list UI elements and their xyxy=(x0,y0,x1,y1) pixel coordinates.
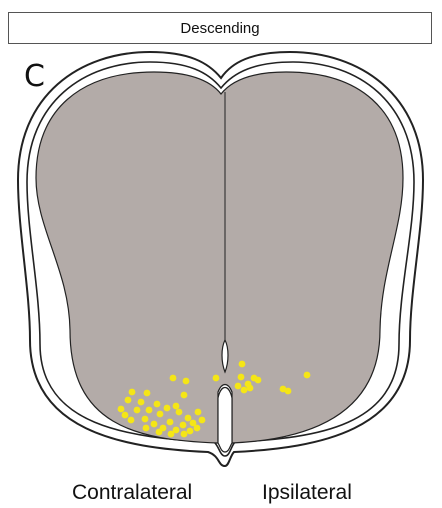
tissue-area xyxy=(36,72,403,443)
labeled-cell-dot xyxy=(138,399,145,406)
labeled-cell-dot xyxy=(144,390,151,397)
labeled-cell-dot xyxy=(235,383,242,390)
labeled-cell-dot xyxy=(304,372,311,379)
labeled-cell-dot xyxy=(151,421,158,428)
labeled-cell-dot xyxy=(238,374,245,381)
labeled-cell-dot xyxy=(176,409,183,416)
labeled-cell-dot xyxy=(134,407,141,414)
labeled-cell-dot xyxy=(118,406,125,413)
labeled-cell-dot xyxy=(247,385,254,392)
labeled-cell-dot xyxy=(195,409,202,416)
labeled-cell-dot xyxy=(239,361,246,368)
labeled-cell-dot xyxy=(185,415,192,422)
contralateral-label: Contralateral xyxy=(72,482,192,503)
labeled-cell-dot xyxy=(157,411,164,418)
labeled-cell-dot xyxy=(255,377,262,384)
ipsilateral-label: Ipsilateral xyxy=(262,482,352,503)
labeled-cell-dot xyxy=(164,405,171,412)
central-canal xyxy=(222,340,228,372)
labeled-cell-dot xyxy=(181,431,188,438)
labeled-cell-dot xyxy=(146,407,153,414)
labeled-cell-dot xyxy=(167,419,174,426)
labeled-cell-dot xyxy=(129,389,136,396)
labeled-cell-dot xyxy=(213,375,220,382)
labeled-cell-dot xyxy=(125,397,132,404)
labeled-cell-dot xyxy=(285,388,292,395)
labeled-cell-dot xyxy=(187,428,194,435)
labeled-cell-dot xyxy=(241,387,248,394)
labeled-cell-dot xyxy=(168,431,175,438)
labeled-cell-dot xyxy=(183,378,190,385)
ventral-fissure xyxy=(218,388,232,453)
labeled-cell-dot xyxy=(122,412,129,419)
labeled-cell-dot xyxy=(170,375,177,382)
labeled-cell-dot xyxy=(154,401,161,408)
labeled-cell-dot xyxy=(199,417,206,424)
labeled-cell-dot xyxy=(194,425,201,432)
labeled-cell-dot xyxy=(128,417,135,424)
labeled-cell-dot xyxy=(173,403,180,410)
labeled-cell-dot xyxy=(181,392,188,399)
labeled-cell-dot xyxy=(180,422,187,429)
panel-letter: C xyxy=(24,62,45,92)
labeled-cell-dot xyxy=(143,425,150,432)
labeled-cell-dot xyxy=(142,416,149,423)
labeled-cell-dot xyxy=(156,429,163,436)
